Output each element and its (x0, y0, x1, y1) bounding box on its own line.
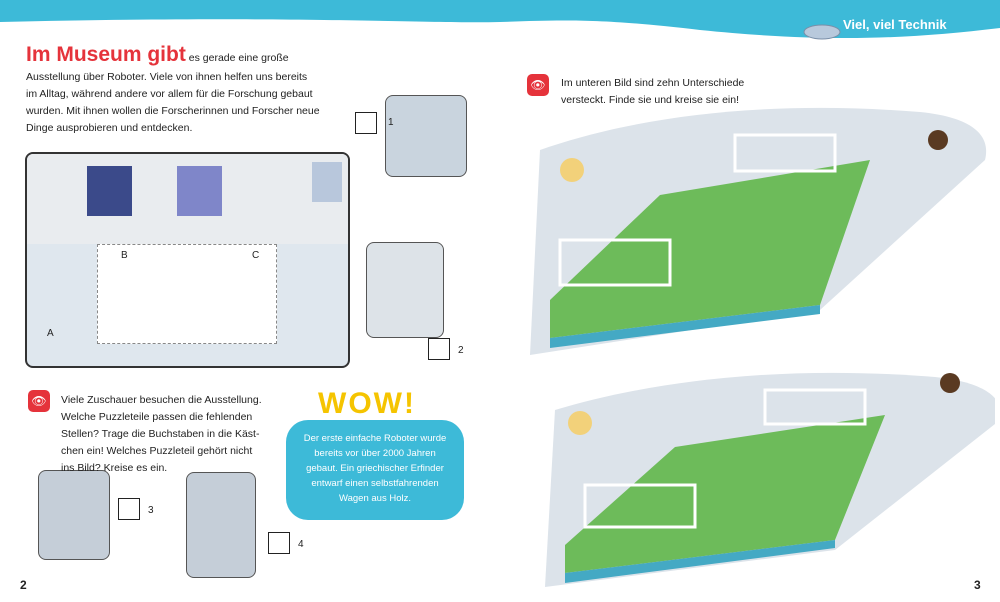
task-line: chen ein! Welches Puzzleteil gehört nich… (61, 445, 253, 457)
missing-pieces-area (97, 244, 277, 344)
answer-box-1[interactable] (355, 112, 377, 134)
wow-line: Wagen aus Holz. (339, 493, 411, 504)
label-b: B (121, 250, 128, 261)
puzzle-task-text: Viele Zuschauer besuchen die Ausstellung… (61, 392, 291, 477)
intro-line: wurden. Mit ihnen wollen die Forscherinn… (26, 105, 320, 117)
soccer-field (565, 415, 885, 573)
goal (583, 483, 697, 529)
museum-puzzle-picture: B C A (25, 152, 350, 368)
page-number-right: 3 (974, 578, 981, 592)
piece-number: 4 (298, 539, 304, 550)
intro-line: es gerade eine große (188, 52, 289, 64)
wow-line: bereits vor über 2000 Jahren (314, 448, 436, 459)
puzzle-piece-4[interactable] (186, 472, 256, 578)
answer-box-3[interactable] (118, 498, 140, 520)
task-line: Stellen? Trage die Buchstaben in die Käs… (61, 428, 260, 440)
intro-line: im Alltag, während andere vor allem für … (26, 88, 313, 100)
wow-heading: WOW! (318, 387, 416, 420)
puzzle-piece-1[interactable] (385, 95, 467, 177)
wow-line: Der erste einfache Roboter wurde (303, 433, 447, 444)
robot-vacuum-icon (803, 24, 841, 40)
scene-bottom (545, 372, 995, 587)
piece-number: 3 (148, 505, 154, 516)
task-line: Viele Zuschauer besuchen die Ausstellung… (61, 394, 262, 406)
girl (560, 158, 584, 182)
piece-number: 2 (458, 345, 464, 356)
wow-line: entwarf einen selbstfahrenden (311, 478, 439, 489)
soccer-scenes (530, 107, 995, 587)
eye-icon: 👁 (28, 390, 50, 412)
goal (763, 388, 867, 426)
task-line: ins Bild? Kreise es ein. (61, 462, 168, 474)
puzzle-piece-3[interactable] (38, 470, 110, 560)
girl (568, 411, 592, 435)
eye-icon: 👁 (527, 74, 549, 96)
task-line: Im unteren Bild sind zehn Unterschiede (561, 77, 745, 89)
scene-top (530, 107, 987, 355)
goal (733, 133, 837, 173)
wow-info-bubble: Der erste einfache Roboter wurde bereits… (286, 420, 464, 520)
label-c: C (252, 250, 260, 261)
header-wave (0, 0, 1000, 40)
soccer-field (550, 160, 870, 338)
intro-text: Im Museum gibt es gerade eine große Auss… (26, 44, 356, 137)
piece-number: 1 (388, 117, 394, 128)
goal (558, 238, 672, 287)
answer-box-4[interactable] (268, 532, 290, 554)
puzzle-piece-2[interactable] (366, 242, 444, 338)
section-title: Viel, viel Technik (843, 17, 947, 32)
wow-line: gebaut. Ein griechischer Erfinder (306, 463, 444, 474)
intro-line: Ausstellung über Roboter. Viele von ihne… (26, 71, 308, 83)
answer-box-2[interactable] (428, 338, 450, 360)
intro-title: Im Museum gibt (26, 43, 186, 66)
boy (940, 373, 960, 393)
intro-line: Dinge ausprobieren und entdecken. (26, 122, 193, 134)
boy (928, 130, 948, 150)
task-line: versteckt. Finde sie und kreise sie ein! (561, 94, 739, 106)
page-number-left: 2 (20, 578, 27, 592)
differences-task-text: Im unteren Bild sind zehn Unterschiede v… (561, 75, 744, 109)
label-a: A (47, 328, 54, 339)
task-line: Welche Puzzleteile passen die fehlenden (61, 411, 253, 423)
